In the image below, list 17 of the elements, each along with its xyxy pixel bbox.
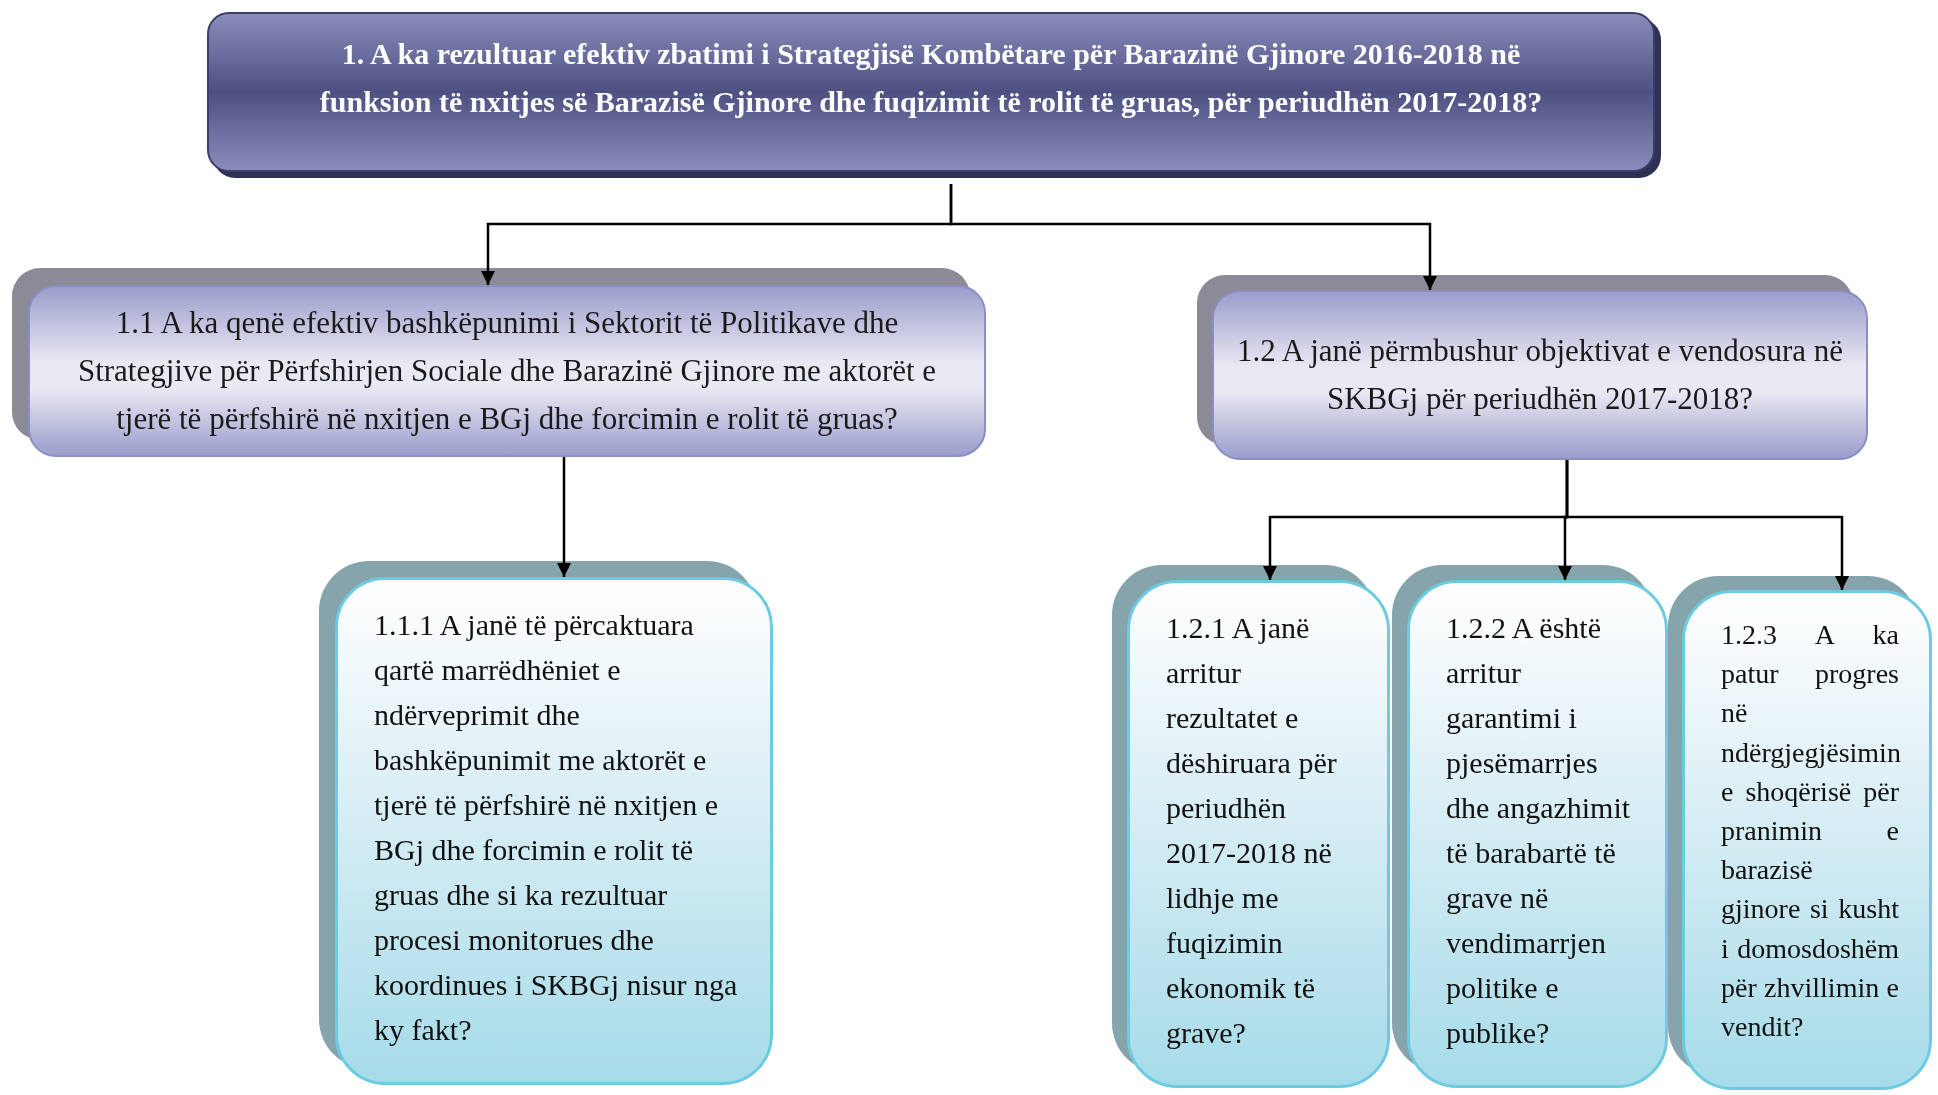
question-box — [1682, 590, 1932, 1090]
question-box — [335, 577, 773, 1085]
connector-arrow — [1565, 460, 1849, 590]
question-text: 1.2 A janë përmbushur objektivat e vendosura në SKBGj për periudhën 2017-2018? — [1236, 331, 1844, 418]
connector-arrow — [949, 184, 1437, 290]
question-text: 1. A ka rezultuar efektiv zbatimi i Strategjisë Kombëtare për Barazinë Gjinore 2016-2018 në funksion të nxitjes së Barazisë Gjinore dhe fuqizimit të rolit të gruas, për periudhën 2017-2018? — [319, 36, 1543, 120]
question-text: 1.1.1 A janë të përcaktuara qartë marrëdhëniet e ndërveprimit dhe bashkëpunimit me aktorët e tjerë të përfshirë në nxitjen e BGj dhe forcimin e rolit të gruas dhe si ka rezultuar procesi monitorues dhe koordinues i SKBGj nisur nga ky fakt? — [374, 607, 739, 1048]
question-box — [1407, 580, 1668, 1088]
question-text: 1.2.1 A janë arritur rezultatet e dëshiruara për periudhën 2017-2018 në lidhje me fuqizimin ekonomik të grave? — [1166, 610, 1338, 1051]
question-banner — [1212, 290, 1868, 460]
question-banner — [207, 12, 1655, 172]
question-banner — [28, 285, 986, 457]
question-box — [1127, 580, 1390, 1088]
question-text: 1.2.3 A ka patur progres në ndërgjegjësimin e shoqërisë për pranimin e barazisë gjinore si kusht i domosdoshëm për zhvillimin e vendit? — [1721, 618, 1899, 1044]
question-text: 1.2.2 A është arritur garantimi i pjesëmarrjes dhe angazhimit të barabartë të grave në vendimarrjen politike e publike? — [1446, 610, 1632, 1051]
connector-arrow — [557, 457, 571, 577]
question-text: 1.1 A ka qenë efektiv bashkëpunimi i Sektorit të Politikave dhe Strategjive për Përfshirjen Sociale dhe Barazinë Gjinore me aktorët e tjerë të përfshirë në nxitjen e BGj dhe forcimin e rolit të gruas? — [76, 303, 938, 439]
